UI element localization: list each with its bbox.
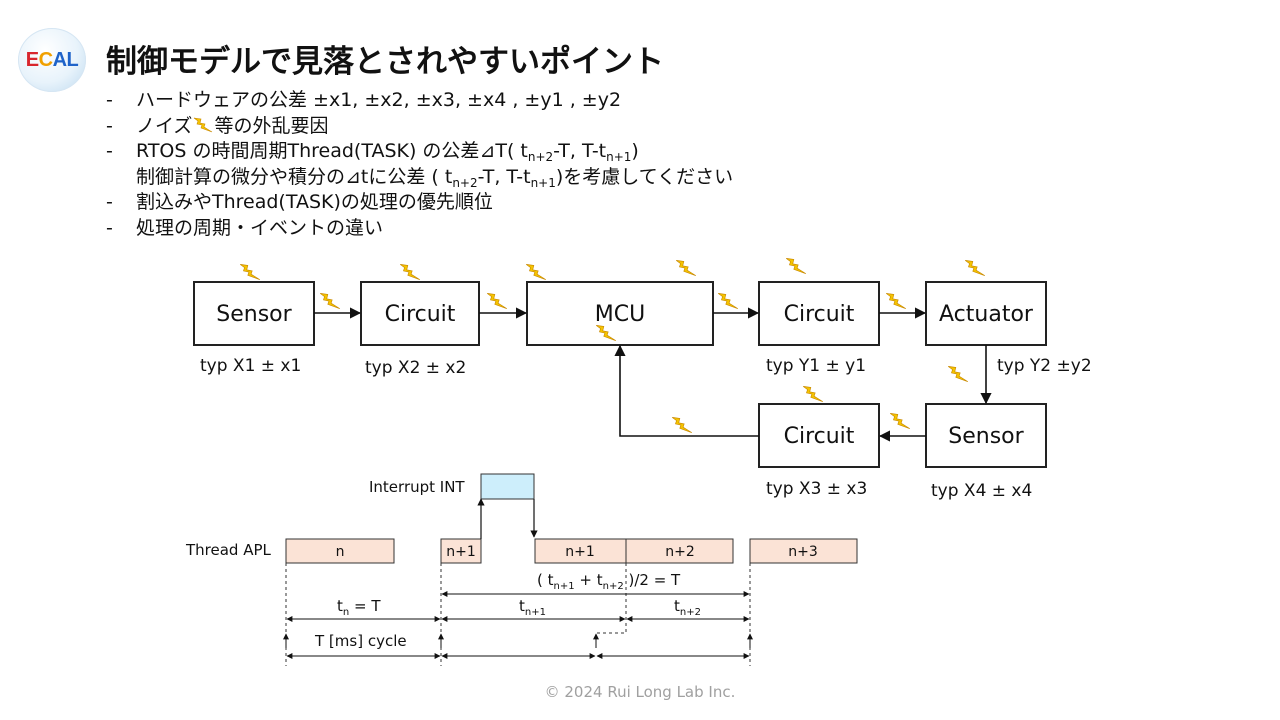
lightning-bolt-icon: [889, 413, 911, 429]
tolerance-label: typ X1 ± x1: [200, 356, 301, 376]
interrupt-pulse: [480, 473, 535, 500]
bullet-text: 割込みやThread(TASK)の処理の優先順位: [136, 191, 493, 213]
tn2-label: tn+2: [674, 597, 701, 618]
bullet-text: ): [631, 140, 639, 162]
lightning-bolt-icon: [885, 293, 907, 309]
logo-letter-e: E: [25, 48, 39, 71]
block-label: Actuator: [939, 302, 1034, 327]
tolerance-label: typ Y2 ±y2: [997, 356, 1092, 376]
block-label: Circuit: [385, 302, 456, 327]
bullet-list: - ハードウェアの公差 ±x1, ±x2, ±x3, ±x4 , ±y1 , ±y…: [106, 88, 733, 241]
lightning-bolt-icon: [194, 117, 213, 132]
logo-letter-a: A: [52, 48, 67, 71]
tn-label: tn = T: [337, 597, 381, 618]
bullet-text: )を考慮してください: [555, 165, 734, 188]
time-guide: [596, 623, 627, 634]
bullet-item: -ノイズ等の外乱要因: [106, 114, 733, 140]
subscript: n+1: [530, 175, 556, 190]
bullet-text: 制御計算の微分や積分の⊿tに公差 ( t: [136, 165, 453, 188]
lightning-bolt-icon: [785, 258, 807, 274]
bullet-continuation: 制御計算の微分や積分の⊿tに公差 ( tn+2-T, T-tn+1)を考慮してく…: [106, 165, 733, 191]
lightning-bolt-icon: [947, 366, 969, 382]
bullet-text: 等の外乱要因: [214, 114, 329, 137]
average-period-label: ( tn+1 + tn+2 )/2 = T: [537, 571, 681, 592]
thread-slot: [749, 538, 858, 564]
lightning-bolt-icon: [239, 264, 261, 280]
cycle-label: T [ms] cycle: [314, 632, 407, 650]
lightning-bolt-icon: [525, 264, 547, 280]
bullet-item: - RTOS の時間周期Thread(TASK) の公差⊿T( tn+2-T, T…: [106, 139, 733, 165]
bullet-text: ノイズ: [136, 114, 193, 137]
lightning-bolt-icon: [399, 264, 421, 280]
bullet-dash: -: [106, 216, 113, 239]
subscript: n+2: [452, 175, 478, 190]
bullet-text: RTOS の時間周期Thread(TASK) の公差⊿T( t: [136, 140, 528, 162]
lightning-bolt-icon: [802, 386, 824, 402]
bullet-text: -T, T-t: [477, 165, 531, 188]
thread-slot: [440, 538, 482, 564]
mcu-block: [526, 281, 714, 346]
tolerance-label: typ X3 ± x3: [766, 479, 867, 499]
tolerance-label: typ X4 ± x4: [931, 481, 1032, 501]
bullet-item: - 割込みやThread(TASK)の処理の優先順位: [106, 190, 733, 216]
subscript: n+1: [606, 150, 632, 164]
bullet-dash: -: [106, 191, 113, 213]
bullet-dash: -: [106, 89, 113, 111]
tolerance-label: typ Y1 ± y1: [766, 356, 866, 376]
block-label: Circuit: [784, 302, 855, 327]
bullet-text: -T, T-t: [553, 140, 607, 162]
logo-letter-l: L: [66, 48, 79, 71]
bullet-dash: -: [106, 114, 113, 137]
thread-label: Thread APL: [185, 541, 272, 559]
lightning-bolt-icon: [964, 260, 986, 276]
sensor-block: [193, 281, 315, 346]
lightning-bolt-icon: [486, 293, 508, 309]
bullet-item: -処理の周期・イベントの違い: [106, 216, 733, 242]
thread-slot: [285, 538, 395, 564]
tolerance-label: typ X2 ± x2: [365, 358, 466, 378]
lightning-bolt-icon: [675, 260, 697, 276]
bullet-text: ハードウェアの公差 ±x1, ±x2, ±x3, ±x4 , ±y1 , ±y2: [136, 89, 622, 111]
slot-label: n+3: [788, 544, 818, 560]
slot-label: n+1: [565, 544, 595, 560]
subscript: n+2: [527, 150, 554, 164]
tn1-label: tn+1: [519, 597, 546, 618]
block-label: Circuit: [784, 424, 855, 449]
bullet-item: - ハードウェアの公差 ±x1, ±x2, ±x3, ±x4 , ±y1 , ±y…: [106, 88, 733, 114]
interrupt-label: Interrupt INT: [369, 478, 465, 496]
page-title: 制御モデルで見落とされやすいポイント: [106, 44, 664, 80]
lightning-bolt-icon: [717, 293, 739, 309]
lightning-bolt-icon: [671, 417, 693, 433]
block-label: Sensor: [948, 424, 1024, 449]
bullet-text: 処理の周期・イベントの違い: [136, 216, 384, 239]
feedback-arrow: [614, 344, 759, 437]
bullet-dash: -: [106, 140, 113, 162]
thread-slot: [534, 538, 627, 564]
lightning-bolt-icon: [319, 293, 341, 309]
thread-slot: [625, 538, 734, 564]
copyright-footer: © 2024 Rui Long Lab Inc.: [544, 683, 736, 701]
slot-label: n: [336, 544, 345, 560]
logo-letter-c: C: [38, 48, 53, 71]
slot-label: n+1: [446, 544, 476, 560]
block-label: Sensor: [216, 302, 292, 327]
slot-label: n+2: [665, 544, 695, 560]
block-label: MCU: [595, 302, 645, 327]
